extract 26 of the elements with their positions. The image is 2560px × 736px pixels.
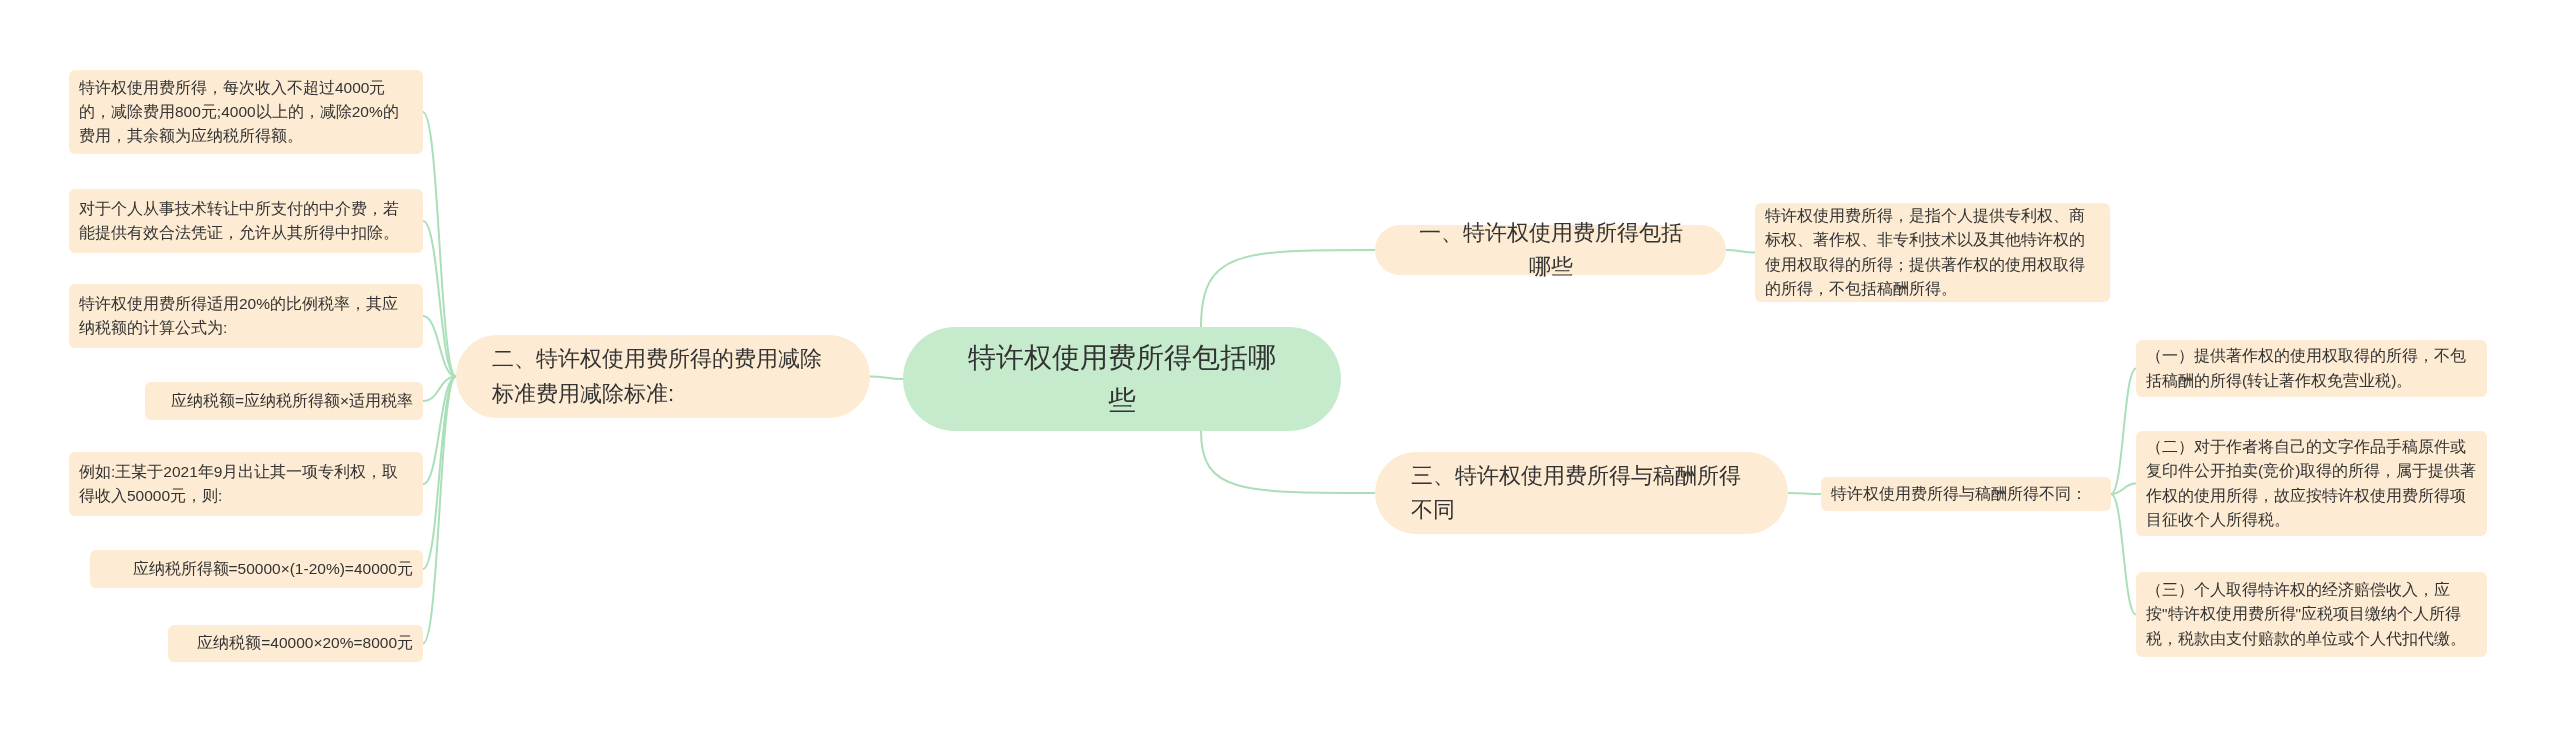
connector <box>422 111 457 378</box>
note-box: 特许权使用费所得，是指个人提供专利权、商标权、著作权、非专利技术以及其他特许权的使用权取得的所得；提供著作权的使用权取得的所得，不包括稿酬所得。 <box>1755 203 2110 302</box>
branch-topic: 二、特许权使用费所得的费用减除标准费用减除标准: <box>456 335 870 418</box>
note-box: 特许权使用费所得适用20%的比例税率，其应纳税额的计算公式为: <box>69 284 423 348</box>
connector <box>1200 249 1376 328</box>
note-box: （三）个人取得特许权的经济赔偿收入，应按"特许权使用费所得"应税项目缴纳个人所得税，税款由支付赔款的单位或个人代扣代缴。 <box>2136 572 2487 657</box>
note-box: 特许权使用费所得，每次收入不超过4000元的，减除费用800元;4000以上的，减除20%的费用，其余额为应纳税所得额。 <box>69 70 423 154</box>
note-box: （二）对于作者将自己的文字作品手稿原件或复印件公开拍卖(竞价)取得的所得，属于提供著作权的使用所得，故应按特许权使用费所得项目征收个人所得税。 <box>2136 431 2487 536</box>
note-box: 例如:王某于2021年9月出让其一项专利权，取得收入50000元，则: <box>69 452 423 516</box>
connector <box>1787 492 1822 495</box>
connector <box>1200 430 1376 494</box>
connector <box>2110 493 2137 616</box>
connector <box>2110 482 2137 495</box>
connector <box>869 375 904 380</box>
branch-topic: 三、特许权使用费所得与稿酬所得不同 <box>1375 452 1788 534</box>
note-box: 应纳税额=应纳税所得额×适用税率 <box>145 382 423 420</box>
note-box: 特许权使用费所得与稿酬所得不同： <box>1821 477 2111 511</box>
connector <box>422 220 457 378</box>
connector <box>2110 367 2137 495</box>
note-box: 应纳税额=40000×20%=8000元 <box>168 625 423 662</box>
connector <box>422 375 457 645</box>
note-box: （一）提供著作权的使用权取得的所得，不包括稿酬的所得(转让著作权免营业税)。 <box>2136 340 2487 397</box>
central-topic: 特许权使用费所得包括哪些 <box>903 327 1341 431</box>
note-box: 对于个人从事技术转让中所支付的中介费，若能提供有效合法凭证，允许从其所得中扣除。 <box>69 189 423 253</box>
note-box: 应纳税所得额=50000×(1-20%)=40000元 <box>90 550 423 588</box>
connector <box>1725 249 1756 254</box>
